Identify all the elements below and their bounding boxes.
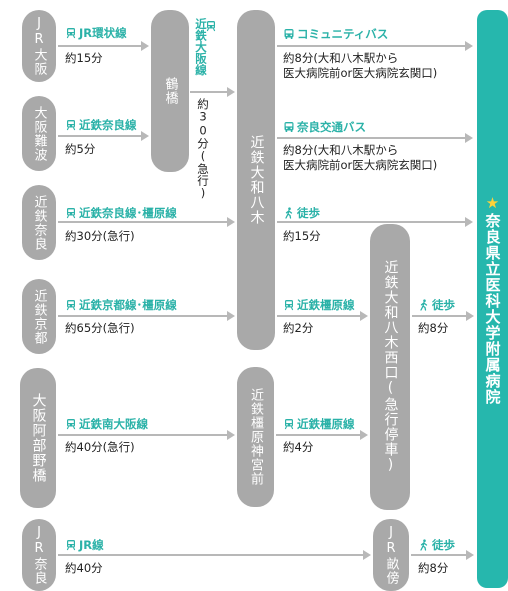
route-nara-line-namba: 近鉄奈良線 (65, 117, 137, 133)
train-icon (283, 299, 295, 311)
time-kashihara-from-jingu: 約4分 (283, 440, 314, 454)
bus-icon (283, 121, 295, 133)
train-icon (65, 119, 77, 131)
route-kyoto-kashihara: 近鉄京都線･橿原線 (65, 297, 177, 313)
train-icon (65, 539, 77, 551)
time-kyoto-kashihara: 約65分(急行) (65, 321, 135, 335)
station-yamato-yagi: 近鉄大和八木 (237, 10, 275, 350)
time-walk-unebi: 約8分 (418, 561, 449, 575)
train-icon (205, 20, 217, 32)
arrow-unebi-walk (411, 550, 474, 560)
station-osaka-namba: 大阪難波 (22, 96, 56, 171)
arrow-nara-to-yagi (58, 217, 235, 227)
arrow-namba-to-tsuruhashi (58, 131, 149, 141)
arrow-abenobashi-to-jingu (58, 430, 235, 440)
station-kintetsu-kyoto: 近鉄京都 (22, 279, 56, 354)
station-unebi: JR畝傍 (373, 519, 409, 591)
station-tsuruhashi: 鶴橋 (151, 10, 189, 172)
time-jr-line: 約40分 (65, 561, 103, 575)
time-walk-nishiguchi: 約8分 (418, 321, 449, 335)
arrow-jr-nara-to-unebi (58, 550, 371, 560)
route-walk-yagi: 徒歩 (283, 205, 320, 221)
station-yagi-nishiguchi: 近鉄大和八木西口(急行停車) (370, 224, 410, 510)
route-walk-nishiguchi: 徒歩 (418, 297, 455, 313)
time-walk-yagi: 約15分 (283, 229, 321, 243)
time-minami-osaka: 約40分(急行) (65, 440, 135, 454)
time-osaka-line: 約30分(急行) (196, 98, 210, 200)
time-nara-kotsu-bus-2: 医大病院前or医大病院玄関口) (283, 158, 438, 172)
train-icon (283, 418, 295, 430)
walk-icon (283, 207, 295, 219)
station-kashihara-jingu: 近鉄橿原神宮前 (237, 367, 274, 507)
arrow-jingu-to-nishiguchi (276, 430, 368, 440)
arrow-yagi-community-bus (277, 41, 473, 51)
arrow-nishiguchi-walk (412, 311, 474, 321)
station-jr-nara: JR奈良 (22, 519, 56, 591)
time-nara-line-namba: 約5分 (65, 142, 96, 156)
train-icon (65, 418, 77, 430)
route-jr-loop: JR環状線 (65, 25, 127, 41)
arrow-jr-osaka-to-tsuruhashi (58, 41, 149, 51)
route-minami-osaka: 近鉄南大阪線 (65, 416, 148, 432)
time-community-bus-1: 約8分(大和八木駅から (283, 51, 399, 65)
time-community-bus-2: 医大病院前or医大病院玄関口) (283, 66, 438, 80)
station-jr-osaka: JR大阪 (22, 10, 56, 82)
arrow-kyoto-to-yagi (58, 311, 235, 321)
route-community-bus: コミュニティバス (283, 26, 388, 42)
route-osaka-line: 近鉄大阪線 (194, 18, 208, 76)
route-nara-kashihara: 近鉄奈良線･橿原線 (65, 205, 177, 221)
train-icon (65, 299, 77, 311)
arrow-yagi-nara-kotsu-bus (277, 133, 473, 143)
bus-icon (283, 28, 295, 40)
arrow-tsuruhashi-to-yagi (190, 87, 235, 97)
route-kashihara-from-jingu: 近鉄橿原線 (283, 416, 355, 432)
time-jr-loop: 約15分 (65, 51, 103, 65)
route-walk-unebi: 徒歩 (418, 537, 455, 553)
route-kashihara-from-yagi: 近鉄橿原線 (283, 297, 355, 313)
route-nara-kotsu-bus: 奈良交通バス (283, 119, 366, 135)
arrow-yagi-to-nishiguchi (277, 311, 368, 321)
time-kashihara-from-yagi: 約2分 (283, 321, 314, 335)
route-jr-line: JR線 (65, 537, 104, 553)
walk-icon (418, 299, 430, 311)
station-osaka-abenobashi: 大阪阿部野橋 (20, 368, 56, 508)
station-kintetsu-nara: 近鉄奈良 (22, 185, 56, 260)
star-icon: ★ (483, 193, 502, 213)
train-icon (65, 27, 77, 39)
walk-icon (418, 539, 430, 551)
time-nara-kotsu-bus-1: 約8分(大和八木駅から (283, 143, 399, 157)
destination-name: 奈良県立医科大学附属病院 (483, 212, 502, 405)
time-nara-kashihara: 約30分(急行) (65, 229, 135, 243)
train-icon (65, 207, 77, 219)
arrow-yagi-walk (277, 217, 473, 227)
destination-hospital: ★奈良県立医科大学附属病院 (477, 10, 508, 588)
